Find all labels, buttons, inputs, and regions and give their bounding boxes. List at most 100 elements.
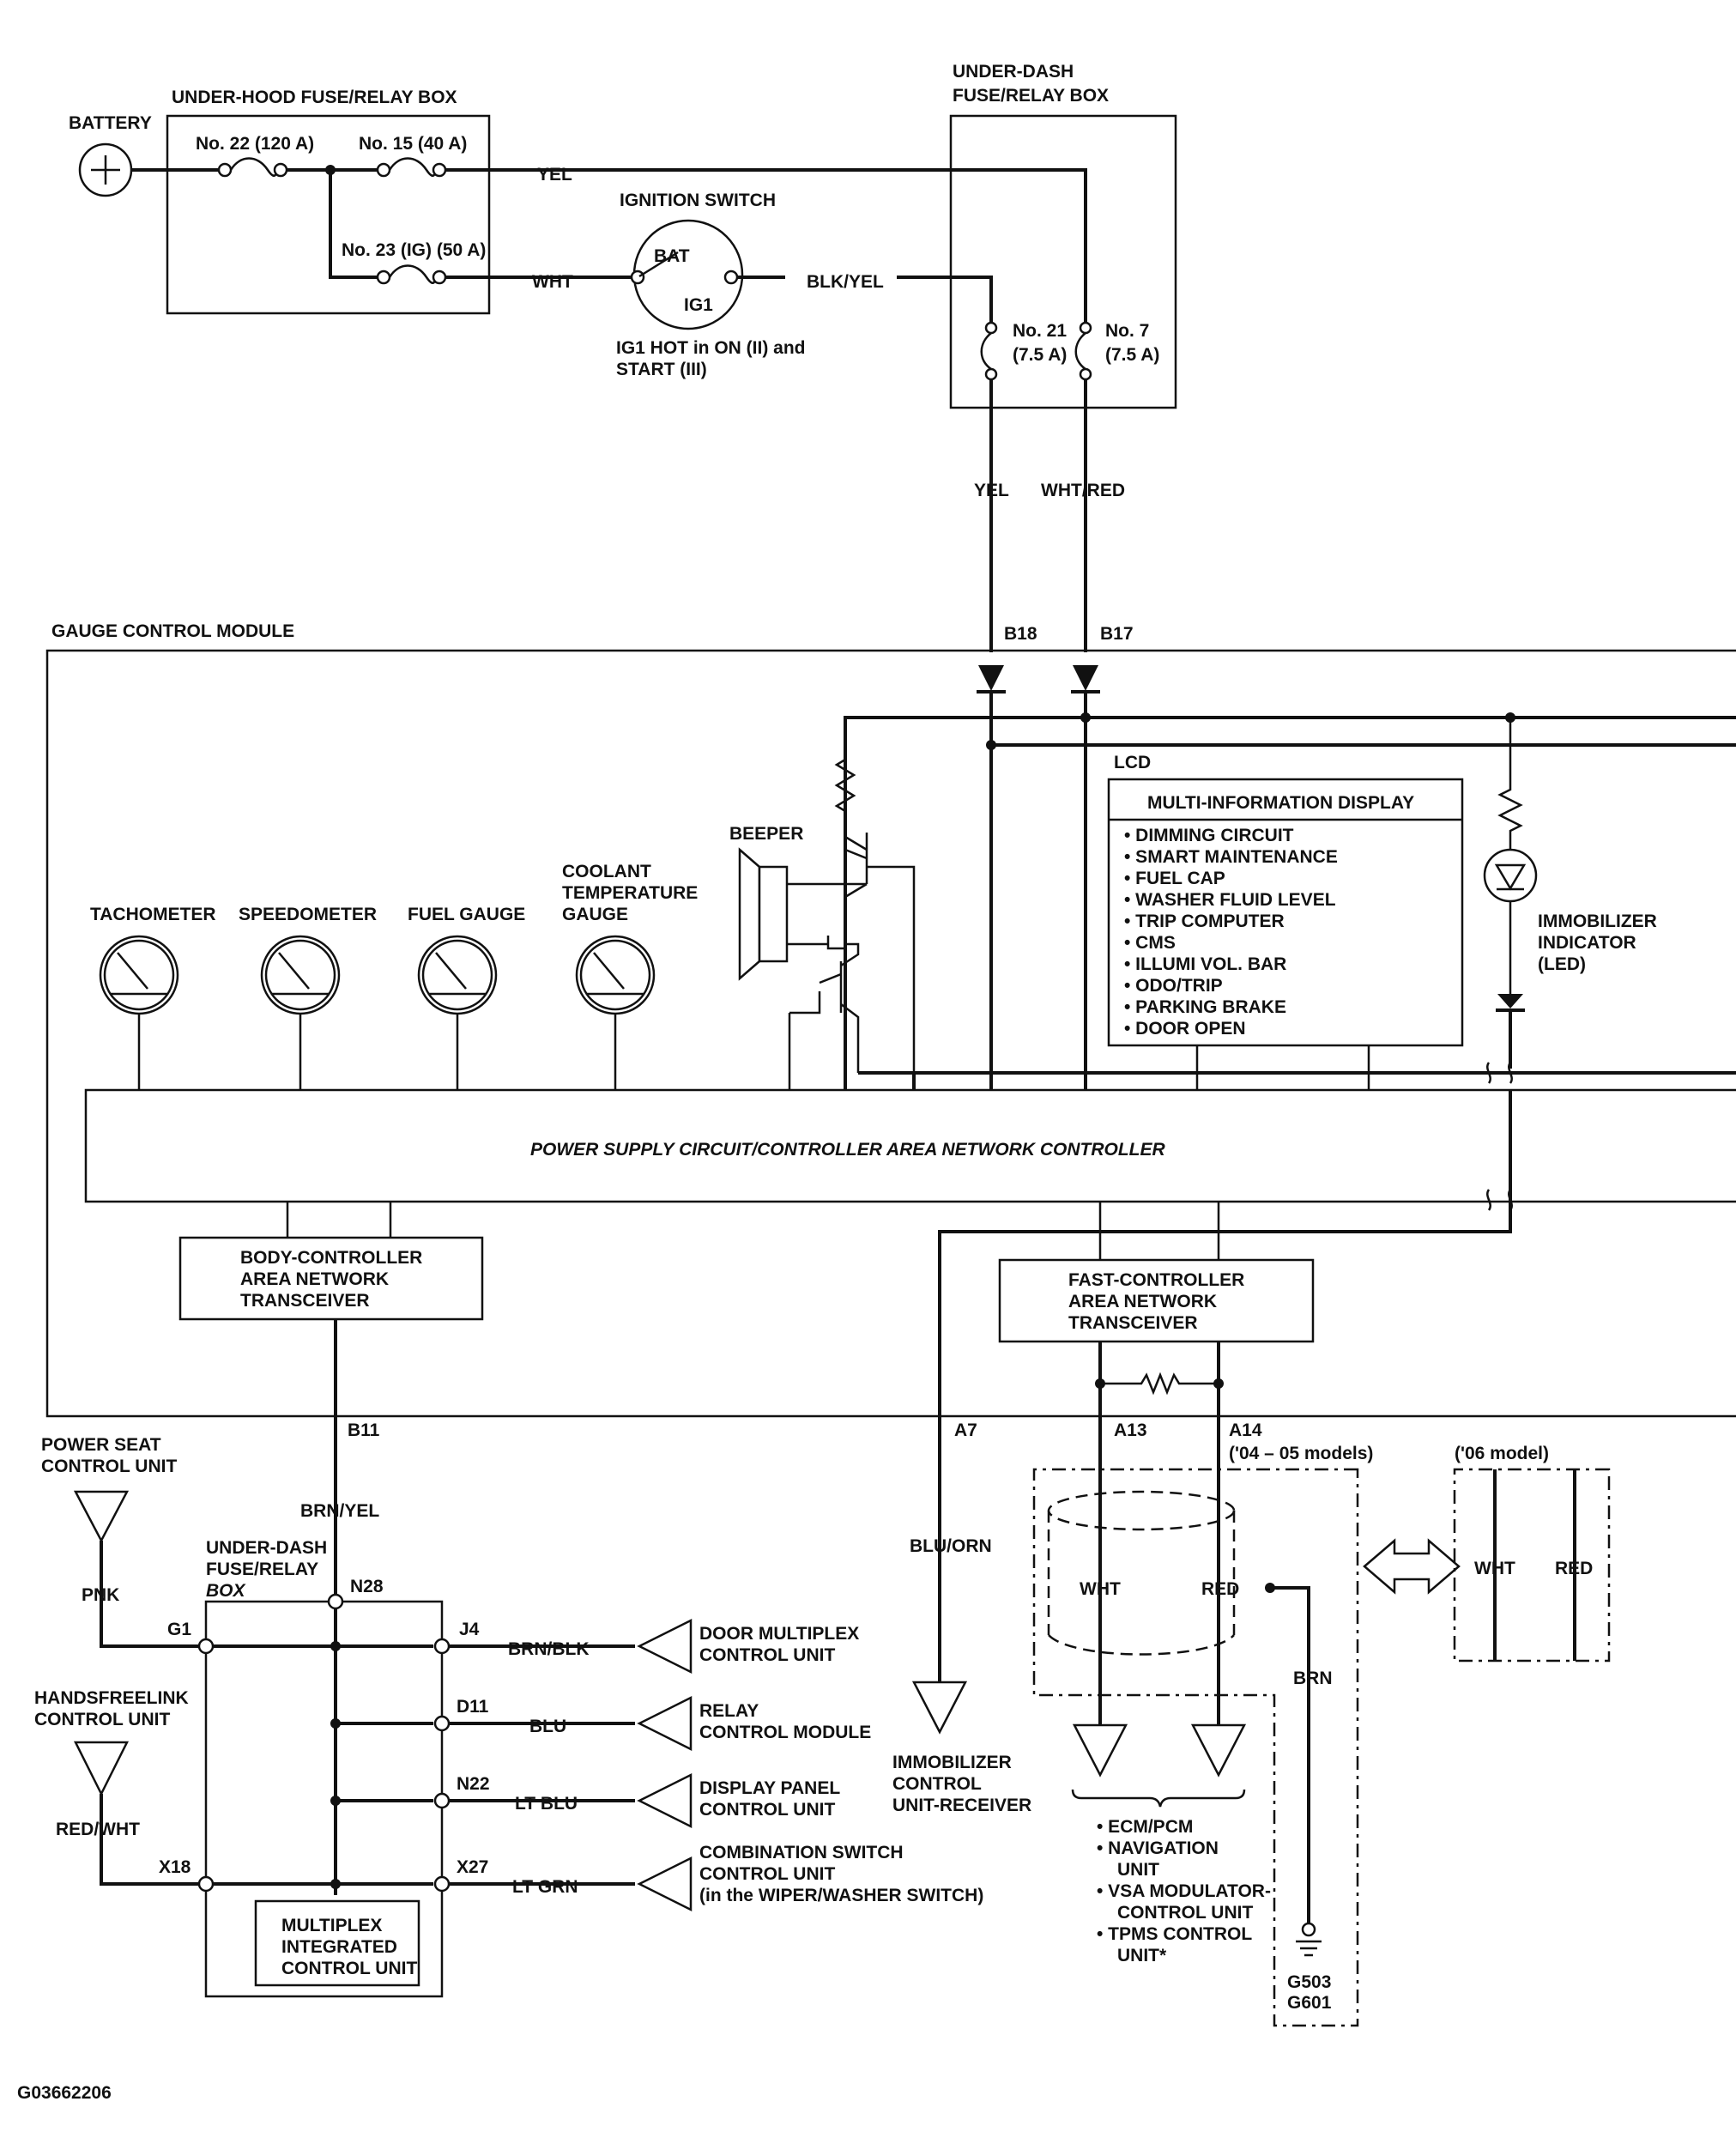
under-dash-box2-label-3: BOX xyxy=(206,1581,247,1601)
under-hood-box-label: UNDER-HOOD FUSE/RELAY BOX xyxy=(172,88,457,107)
can-connector-red xyxy=(1190,1723,1247,1778)
body-can-label-3: TRANSCEIVER xyxy=(240,1291,370,1311)
bat-label: BAT xyxy=(654,246,690,266)
double-arrow-icon xyxy=(1363,1538,1461,1595)
ignition-switch-label: IGNITION SWITCH xyxy=(620,191,776,210)
wire-blu-label: BLU xyxy=(529,1717,566,1736)
fuse-22-label: No. 22 (120 A) xyxy=(196,134,314,154)
wire-brn-yel-label: BRN/YEL xyxy=(300,1501,379,1521)
body-can-transceiver-box xyxy=(178,1236,484,1321)
power-seat-label-1: POWER SEAT xyxy=(41,1435,161,1455)
pin-b17-label: B17 xyxy=(1100,624,1134,644)
under-hood-fuse-box xyxy=(166,114,491,315)
combination-switch-connector xyxy=(637,1856,693,1912)
wire-yel-label: YEL xyxy=(537,165,572,185)
model-06-boundary xyxy=(1453,1468,1611,1663)
fuel-gauge xyxy=(417,935,498,1015)
wire-red-can-label: RED xyxy=(1201,1579,1239,1599)
mid-item: • SMART MAINTENANCE xyxy=(1124,847,1338,867)
pin-a7-label: A7 xyxy=(954,1420,977,1440)
pin-b17-arrow xyxy=(1073,665,1098,691)
battery: BATTERY xyxy=(69,113,152,197)
speedometer-label: SPEEDOMETER xyxy=(239,905,377,924)
fuse-23-label: No. 23 (IG) (50 A) xyxy=(342,240,486,260)
mid-item: • ODO/TRIP xyxy=(1124,976,1223,996)
fuse-22-symbol xyxy=(217,157,288,178)
pin-a13-label: A13 xyxy=(1114,1420,1147,1440)
models-0405-label: ('04 – 05 models) xyxy=(1229,1444,1373,1463)
fast-can-transceiver-box xyxy=(998,1258,1315,1343)
body-can-label-2: AREA NETWORK xyxy=(240,1269,389,1289)
combination-switch-label-1: COMBINATION SWITCH xyxy=(699,1843,904,1862)
display-panel-label-1: DISPLAY PANEL xyxy=(699,1778,840,1798)
micu-label-2: INTEGRATED xyxy=(281,1937,397,1957)
display-panel-label-2: CONTROL UNIT xyxy=(699,1800,835,1820)
fast-can-label-3: TRANSCEIVER xyxy=(1068,1313,1198,1333)
wire-yel-b18-label: YEL xyxy=(974,481,1009,500)
combination-switch-label-2: CONTROL UNIT xyxy=(699,1864,835,1884)
battery-label: BATTERY xyxy=(69,113,152,133)
mid-item: • DOOR OPEN xyxy=(1124,1019,1246,1039)
coolant-label-2: TEMPERATURE xyxy=(562,883,698,903)
fuse-15-symbol xyxy=(376,157,447,178)
relay-module-label-2: CONTROL MODULE xyxy=(699,1723,871,1742)
destination-6: • TPMS CONTROL xyxy=(1097,1924,1252,1944)
immobilizer-receiver-connector xyxy=(911,1681,968,1735)
fuel-gauge-label: FUEL GAUGE xyxy=(408,905,525,924)
wire-red-wht-label: RED/WHT xyxy=(56,1820,140,1839)
mid-item: • ILLUMI VOL. BAR xyxy=(1124,954,1286,974)
model-06-label: ('06 model) xyxy=(1455,1444,1549,1463)
fuse-7-rating: (7.5 A) xyxy=(1105,345,1159,365)
wire-red-06-label: RED xyxy=(1555,1559,1593,1578)
immobilizer-indicator-label-1: IMMOBILIZER xyxy=(1538,912,1657,931)
mid-item: • CMS xyxy=(1124,933,1176,953)
coolant-label-3: GAUGE xyxy=(562,905,628,924)
micu-label-1: MULTIPLEX xyxy=(281,1916,382,1935)
ig1-note-2: START (III) xyxy=(616,360,707,379)
coolant-label-1: COOLANT xyxy=(562,862,651,881)
beeper-symbol xyxy=(738,847,789,981)
handsfree-label-2: CONTROL UNIT xyxy=(34,1710,170,1729)
tachometer-label: TACHOMETER xyxy=(90,905,216,924)
door-mux-label-2: CONTROL UNIT xyxy=(699,1645,835,1665)
fuse-7-label: No. 7 xyxy=(1105,321,1149,341)
mid-title: MULTI-INFORMATION DISPLAY xyxy=(1147,793,1414,813)
relay-module-label-1: RELAY xyxy=(699,1701,759,1721)
multi-information-display-box xyxy=(1107,778,1464,1047)
gauge-module-border xyxy=(45,649,1736,1418)
wire-brn-blk-label: BRN/BLK xyxy=(508,1639,590,1659)
under-dash-box-label-2: FUSE/RELAY BOX xyxy=(953,86,1109,106)
power-can-controller-label: POWER SUPPLY CIRCUIT/CONTROLLER AREA NET… xyxy=(530,1140,1165,1160)
immobilizer-indicator-label-2: INDICATOR xyxy=(1538,933,1636,953)
destination-5: CONTROL UNIT xyxy=(1117,1903,1253,1923)
destination-1: • ECM/PCM xyxy=(1097,1817,1193,1837)
mid-item: • TRIP COMPUTER xyxy=(1124,912,1285,931)
beeper-label: BEEPER xyxy=(729,824,803,844)
can-connector-wht xyxy=(1072,1723,1128,1778)
micu-label-3: CONTROL UNIT xyxy=(281,1959,417,1978)
ground-g503-label: G503 xyxy=(1287,1972,1331,1992)
destination-2: • NAVIGATION xyxy=(1097,1838,1219,1858)
relay-module-connector xyxy=(637,1695,693,1752)
display-panel-connector xyxy=(637,1772,693,1829)
pin-j4-label: J4 xyxy=(459,1620,480,1639)
wire-lt-grn-label: LT GRN xyxy=(512,1877,578,1897)
wire-wht-label: WHT xyxy=(532,272,573,292)
wire-brn-label: BRN xyxy=(1293,1669,1333,1688)
gauge-module-label: GAUGE CONTROL MODULE xyxy=(51,621,294,641)
destination-3: UNIT xyxy=(1117,1860,1159,1880)
pin-g1-label: G1 xyxy=(167,1620,191,1639)
door-mux-connector xyxy=(637,1618,693,1675)
destination-7: UNIT* xyxy=(1117,1946,1167,1965)
ig1-label: IG1 xyxy=(684,295,713,315)
mid-item: • FUEL CAP xyxy=(1124,869,1225,888)
pin-b18-arrow xyxy=(978,665,1004,691)
handsfree-label-1: HANDSFREELINK xyxy=(34,1688,189,1708)
speedometer-gauge xyxy=(260,935,341,1015)
fuse-21-rating: (7.5 A) xyxy=(1013,345,1067,365)
ignition-switch-symbol: BAT IG1 xyxy=(630,219,744,330)
tachometer-gauge xyxy=(99,935,179,1015)
power-seat-connector xyxy=(73,1490,130,1543)
power-can-controller-box xyxy=(84,1088,1736,1203)
